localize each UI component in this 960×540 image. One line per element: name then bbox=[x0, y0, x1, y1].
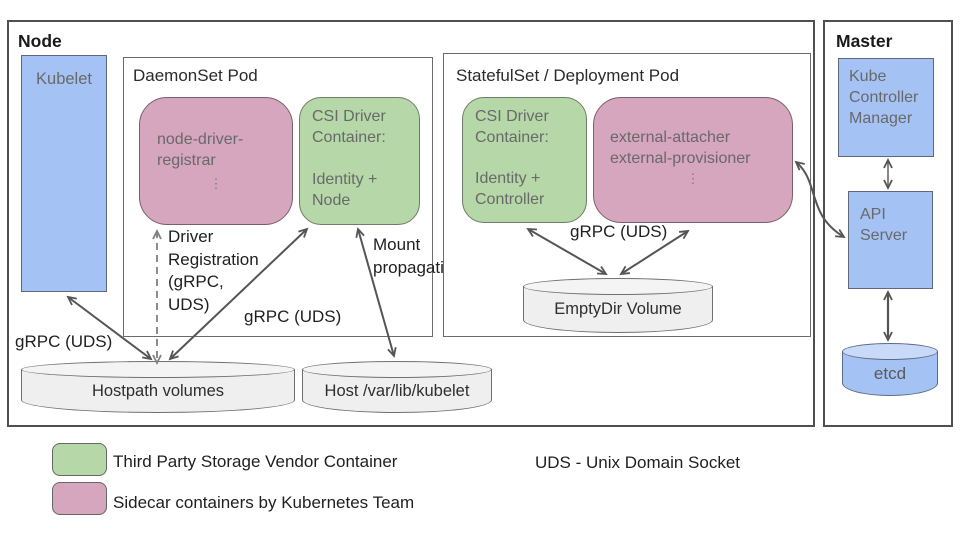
legend-uds-note: UDS - Unix Domain Socket bbox=[535, 453, 741, 472]
master-title: Master bbox=[836, 31, 893, 51]
legend-vendor-label: Third Party Storage Vendor Container bbox=[113, 452, 398, 471]
csi-driver-node-box: CSI Driver Container: Identity + Node bbox=[299, 97, 420, 225]
hostpath-volumes-cylinder: Hostpath volumes bbox=[21, 361, 295, 413]
node-driver-registrar-label: node-driver-registrar bbox=[157, 131, 244, 169]
csi-driver-node-services: Identity + Node bbox=[312, 171, 378, 209]
legend-swatch-sidecar bbox=[52, 482, 107, 515]
csi-driver-controller-title: CSI Driver Container: bbox=[475, 108, 549, 146]
daemonset-pod-title: DaemonSet Pod bbox=[133, 66, 258, 85]
legend-sidecar-label: Sidecar containers by Kubernetes Team bbox=[113, 493, 415, 512]
api-server-label: API Server bbox=[860, 206, 908, 244]
statefulset-pod-title: StatefulSet / Deployment Pod bbox=[456, 66, 680, 85]
api-server-box: API Server bbox=[848, 191, 933, 289]
grpc-uds-daemonset-label: gRPC (UDS) bbox=[244, 307, 342, 326]
kube-controller-manager-box: Kube Controller Manager bbox=[838, 58, 934, 157]
host-var-lib-kubelet-cylinder: Host /var/lib/kubelet bbox=[302, 361, 492, 413]
csi-driver-controller-services: Identity + Controller bbox=[475, 170, 545, 208]
emptydir-volume-cylinder: EmptyDir Volume bbox=[523, 278, 713, 333]
node-title: Node bbox=[18, 31, 62, 51]
node-driver-registrar-box: node-driver-registrar ⋮ bbox=[139, 97, 293, 225]
driver-registration-label: Driver Registration (gRPC, UDS) bbox=[168, 227, 259, 314]
host-var-lib-kubelet-label: Host /var/lib/kubelet bbox=[324, 381, 470, 400]
kubelet-box: Kubelet bbox=[21, 55, 107, 292]
csi-driver-controller-box: CSI Driver Container: Identity + Control… bbox=[462, 97, 587, 223]
grpc-uds-kubelet-label: gRPC (UDS) bbox=[15, 332, 113, 351]
emptydir-volume-label: EmptyDir Volume bbox=[554, 300, 682, 318]
grpc-uds-statefulset-label: gRPC (UDS) bbox=[570, 222, 668, 241]
etcd-cylinder: etcd bbox=[842, 343, 938, 396]
kubelet-label: Kubelet bbox=[36, 70, 92, 88]
csi-driver-node-title: CSI Driver Container: bbox=[312, 108, 386, 146]
more-ellipsis-icon: ⋮ bbox=[209, 176, 223, 191]
kube-controller-manager-label: Kube Controller Manager bbox=[849, 68, 919, 127]
legend-swatch-vendor bbox=[52, 443, 107, 476]
more-ellipsis-icon: ⋮ bbox=[686, 171, 700, 186]
hostpath-volumes-label: Hostpath volumes bbox=[91, 381, 225, 400]
etcd-label: etcd bbox=[873, 363, 907, 383]
sidecar-containers-box: external-attacher external-provisioner ⋮ bbox=[593, 97, 793, 223]
sidecar-containers-labels: external-attacher external-provisioner bbox=[610, 129, 751, 167]
